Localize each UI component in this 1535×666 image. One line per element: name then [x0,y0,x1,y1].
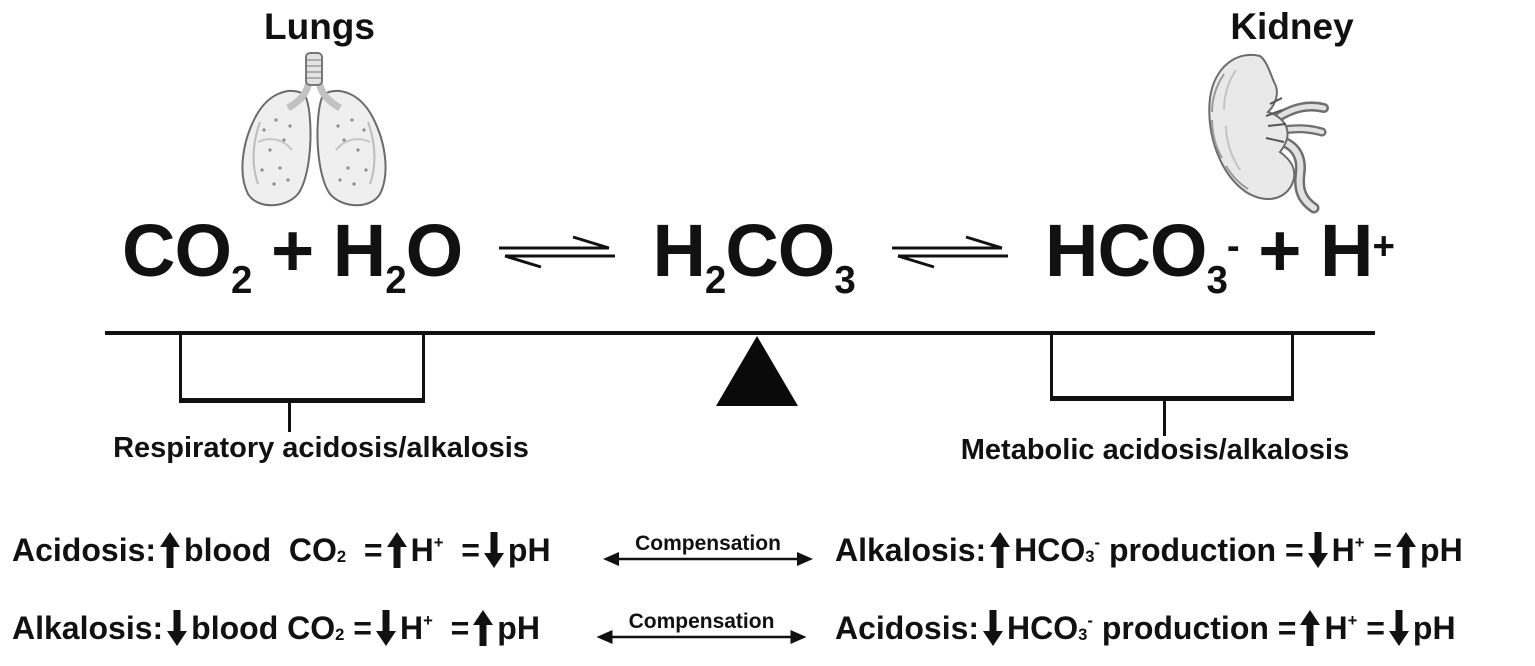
text: HCO [1007,609,1079,646]
text: = [443,531,480,568]
subscript: 3 [1078,625,1088,645]
down-arrow-icon [375,610,396,646]
text: CO [725,209,835,292]
superscript: + [1372,224,1395,268]
respiratory-bracket [179,335,425,403]
text: pH [1412,609,1456,646]
up-arrow-icon [1396,532,1417,568]
text: H [652,209,705,292]
text: H [1331,531,1355,568]
down-arrow-icon [983,610,1004,646]
superscript: + [1347,610,1358,630]
text: Alkalosis: [12,609,164,646]
lungs-label: Lungs [264,6,375,47]
compensation-arrow-icon [603,552,813,566]
text: = [432,609,470,646]
text: CO [122,209,232,292]
text: production = [1100,531,1304,568]
superscript: + [1354,532,1365,552]
subscript: 2 [335,625,345,645]
text: blood CO [184,531,337,568]
lungs-illustration-icon [241,52,387,207]
superscript: + [433,532,444,552]
metabolic-bracket [1050,335,1294,401]
compensation-label: Compensation [628,610,775,633]
down-arrow-icon [1388,610,1409,646]
superscript: - [1094,532,1101,552]
up-arrow-icon [160,532,181,568]
down-arrow-icon [1307,532,1328,568]
text: HCO [1014,531,1086,568]
text: + H [1238,209,1373,292]
compensation-arrow-icon [596,630,807,644]
fulcrum-triangle [716,336,798,406]
text: = [346,531,383,568]
equilibrium-harpoons-icon [499,235,616,269]
balance-beam [105,331,1375,335]
text: = [1357,609,1385,646]
text: Acidosis: [12,531,157,568]
kidney-illustration-icon [1208,53,1329,214]
text: pH [1420,531,1463,568]
up-arrow-icon [386,532,407,568]
subscript: 2 [704,259,726,303]
text: = [1364,531,1393,568]
up-arrow-icon [990,532,1011,568]
superscript: - [1087,610,1093,630]
text: H [1324,609,1348,646]
subscript: 3 [1085,547,1095,567]
text: blood CO [191,609,336,646]
compensation-label: Compensation [635,532,781,555]
text: O [405,209,464,292]
respiratory-label: Respiratory acidosis/alkalosis [113,432,529,464]
subscript: 2 [336,547,347,567]
text: HCO [1045,209,1207,292]
subscript: 2 [231,259,252,303]
up-arrow-icon [1300,610,1321,646]
text: pH [497,609,540,646]
metabolic-label: Metabolic acidosis/alkalosis [960,434,1350,466]
equation-term: CO2 + H2O [122,209,464,302]
equation-term: H2CO3 [652,209,855,302]
kidney-label: Kidney [1230,6,1354,47]
metabolic-bracket-stem [1163,396,1166,436]
respiratory-bracket-stem [288,398,291,432]
text: production = [1092,609,1297,646]
text: + H [251,209,386,292]
text: Acidosis: [835,609,980,646]
equation-term: HCO3- + H+ [1045,209,1395,302]
subscript: 2 [385,259,406,303]
equilibrium-harpoons-icon [891,235,1008,269]
text: H [410,531,434,568]
down-arrow-icon [483,532,504,568]
compensation-row1: Compensation [602,520,814,580]
superscript: + [423,610,433,630]
superscript: - [1226,224,1240,268]
down-arrow-icon [167,610,188,646]
compensation-row2: Compensation [594,598,809,658]
text: Alkalosis: [835,531,987,568]
text: H [399,609,424,646]
text: = [344,609,372,646]
up-arrow-icon [473,610,494,646]
text: pH [507,531,551,568]
subscript: 3 [834,259,855,303]
subscript: 3 [1206,259,1228,303]
